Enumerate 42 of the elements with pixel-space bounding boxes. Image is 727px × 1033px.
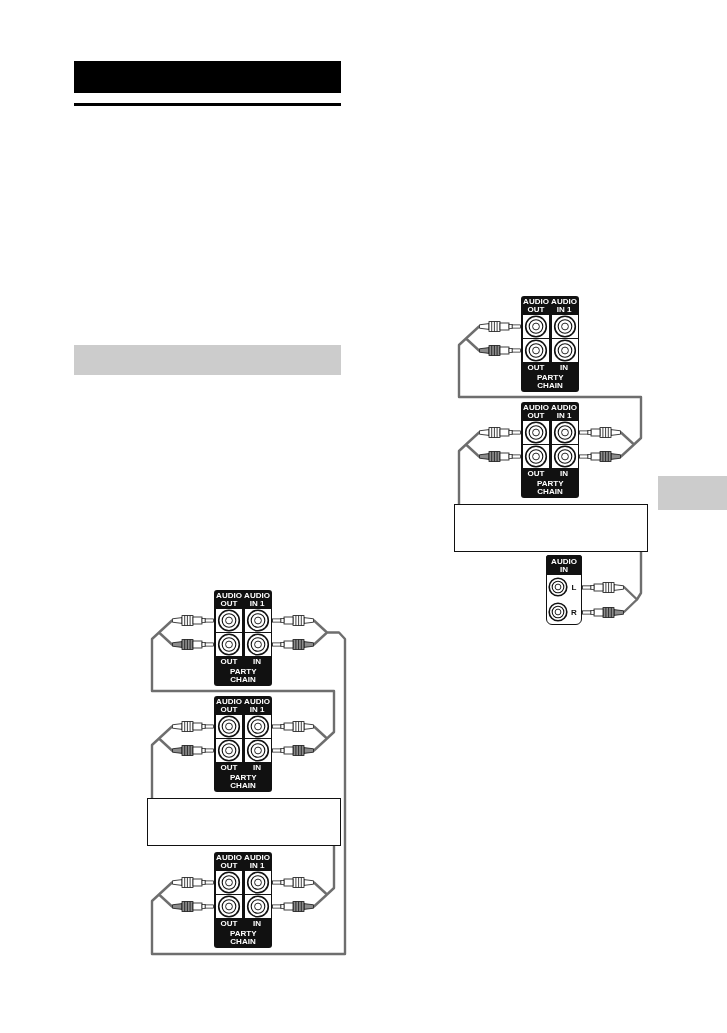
port-label: AUDIO IN 1 bbox=[551, 297, 577, 315]
port-label: AUDIO OUT bbox=[216, 697, 242, 715]
port-label: IN bbox=[253, 919, 261, 928]
jack-panel bbox=[546, 555, 582, 625]
section-band bbox=[74, 345, 341, 375]
port-label: OUT bbox=[527, 363, 545, 372]
title-bar bbox=[74, 61, 341, 93]
port-label: IN bbox=[253, 657, 261, 666]
port-label: IN bbox=[253, 763, 261, 772]
port-label: OUT bbox=[527, 469, 545, 478]
jack-panel bbox=[521, 402, 579, 498]
panel-label: PARTY CHAIN bbox=[537, 373, 563, 391]
jack-panel bbox=[214, 852, 272, 948]
audio-cable bbox=[150, 619, 347, 956]
port-label: AUDIO IN 1 bbox=[244, 591, 270, 609]
channel-label: L bbox=[571, 583, 577, 592]
port-label: AUDIO IN 1 bbox=[244, 697, 270, 715]
panel-label: PARTY CHAIN bbox=[230, 667, 256, 685]
panel-label: PARTY CHAIN bbox=[230, 773, 256, 791]
port-label: OUT bbox=[220, 657, 238, 666]
panel-label: PARTY CHAIN bbox=[537, 479, 563, 497]
blank-box bbox=[454, 504, 648, 552]
audio-cable bbox=[150, 619, 336, 752]
jack-panel bbox=[521, 296, 579, 392]
port-label: OUT bbox=[220, 919, 238, 928]
blank-box bbox=[147, 798, 341, 846]
port-label: AUDIO OUT bbox=[216, 591, 242, 609]
channel-label: R bbox=[571, 608, 577, 617]
port-label: AUDIO OUT bbox=[216, 853, 242, 871]
audio-cable bbox=[457, 325, 643, 458]
panel-label: PARTY CHAIN bbox=[230, 929, 256, 947]
jack-panel bbox=[214, 590, 272, 686]
port-label: AUDIO IN bbox=[551, 557, 577, 575]
port-label: AUDIO IN 1 bbox=[244, 853, 270, 871]
port-label: IN bbox=[560, 469, 568, 478]
port-label: IN bbox=[560, 363, 568, 372]
port-label: AUDIO OUT bbox=[523, 403, 549, 421]
jack-panel bbox=[214, 696, 272, 792]
port-label: AUDIO OUT bbox=[523, 297, 549, 315]
port-label: OUT bbox=[220, 763, 238, 772]
side-tab bbox=[658, 476, 727, 510]
port-label: AUDIO IN 1 bbox=[551, 403, 577, 421]
